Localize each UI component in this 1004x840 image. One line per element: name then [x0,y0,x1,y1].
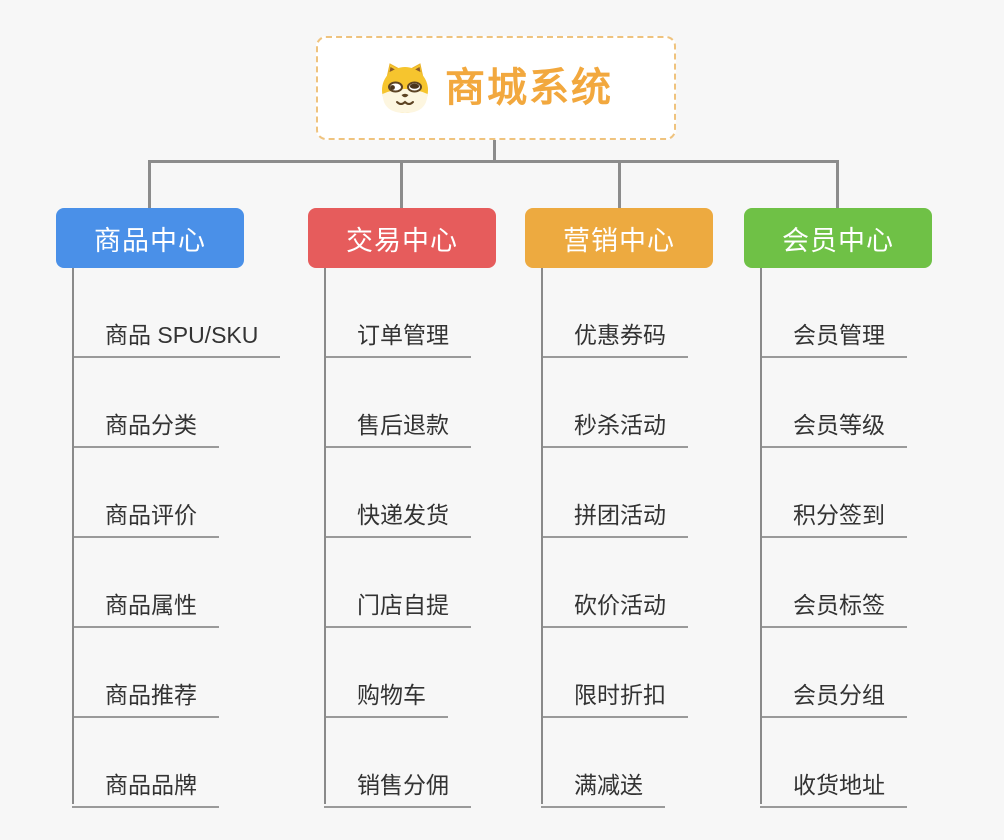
leaf-label: 满减送 [541,771,665,808]
connector-branch-vline [541,268,543,804]
root-node[interactable]: 商城系统 [316,36,676,140]
connector-drop-branch-2 [618,160,621,208]
leaf-node[interactable]: 商品 SPU/SKU [72,268,312,358]
connector-root-stem [493,140,496,163]
branch-node-trade-center[interactable]: 交易中心 [308,208,496,268]
branch-children-member-center: 会员管理 会员等级 积分签到 会员标签 会员分组 收货地址 [760,268,1000,808]
connector-branch-vline [760,268,762,804]
leaf-label: 售后退款 [324,411,471,448]
leaf-label: 砍价活动 [541,591,688,628]
leaf-label: 会员分组 [760,681,907,718]
leaf-label: 商品属性 [72,591,219,628]
leaf-label: 商品推荐 [72,681,219,718]
leaf-node[interactable]: 积分签到 [760,448,1000,538]
connector-branch-vline [72,268,74,804]
connector-drop-branch-3 [836,160,839,208]
leaf-node[interactable]: 售后退款 [324,358,564,448]
branch-children-product-center: 商品 SPU/SKU 商品分类 商品评价 商品属性 商品推荐 商品品牌 [72,268,312,808]
leaf-node[interactable]: 优惠券码 [541,268,781,358]
leaf-label: 收货地址 [760,771,907,808]
leaf-label: 商品分类 [72,411,219,448]
connector-drop-branch-0 [148,160,151,208]
leaf-node[interactable]: 订单管理 [324,268,564,358]
leaf-node[interactable]: 商品评价 [72,448,312,538]
leaf-label: 门店自提 [324,591,471,628]
connector-bus-line [149,160,839,163]
connector-branch-vline [324,268,326,804]
branch-children-marketing-center: 优惠券码 秒杀活动 拼团活动 砍价活动 限时折扣 满减送 [541,268,781,808]
leaf-label: 快递发货 [324,501,471,538]
leaf-label: 优惠券码 [541,321,688,358]
leaf-label: 秒杀活动 [541,411,688,448]
leaf-node[interactable]: 购物车 [324,628,564,718]
leaf-node[interactable]: 拼团活动 [541,448,781,538]
leaf-node[interactable]: 会员管理 [760,268,1000,358]
leaf-node[interactable]: 商品属性 [72,538,312,628]
leaf-label: 会员管理 [760,321,907,358]
leaf-label: 商品品牌 [72,771,219,808]
leaf-node[interactable]: 商品分类 [72,358,312,448]
leaf-label: 商品 SPU/SKU [72,321,281,358]
leaf-node[interactable]: 门店自提 [324,538,564,628]
dog-icon [379,62,431,114]
leaf-label: 会员等级 [760,411,907,448]
leaf-node[interactable]: 会员分组 [760,628,1000,718]
leaf-node[interactable]: 会员标签 [760,538,1000,628]
leaf-node[interactable]: 限时折扣 [541,628,781,718]
leaf-node[interactable]: 商品推荐 [72,628,312,718]
leaf-label: 商品评价 [72,501,219,538]
root-title: 商城系统 [445,66,613,110]
leaf-node[interactable]: 快递发货 [324,448,564,538]
leaf-node[interactable]: 商品品牌 [72,718,312,808]
leaf-label: 限时折扣 [541,681,688,718]
leaf-node[interactable]: 砍价活动 [541,538,781,628]
leaf-label: 订单管理 [324,321,471,358]
branch-node-member-center[interactable]: 会员中心 [744,208,932,268]
leaf-node[interactable]: 会员等级 [760,358,1000,448]
leaf-node[interactable]: 满减送 [541,718,781,808]
leaf-label: 销售分佣 [324,771,471,808]
leaf-node[interactable]: 销售分佣 [324,718,564,808]
branch-node-marketing-center[interactable]: 营销中心 [525,208,713,268]
leaf-label: 购物车 [324,681,448,718]
leaf-label: 拼团活动 [541,501,688,538]
leaf-label: 积分签到 [760,501,907,538]
leaf-label: 会员标签 [760,591,907,628]
branch-node-product-center[interactable]: 商品中心 [56,208,244,268]
leaf-node[interactable]: 收货地址 [760,718,1000,808]
leaf-node[interactable]: 秒杀活动 [541,358,781,448]
branch-children-trade-center: 订单管理 售后退款 快递发货 门店自提 购物车 销售分佣 [324,268,564,808]
connector-drop-branch-1 [400,160,403,208]
